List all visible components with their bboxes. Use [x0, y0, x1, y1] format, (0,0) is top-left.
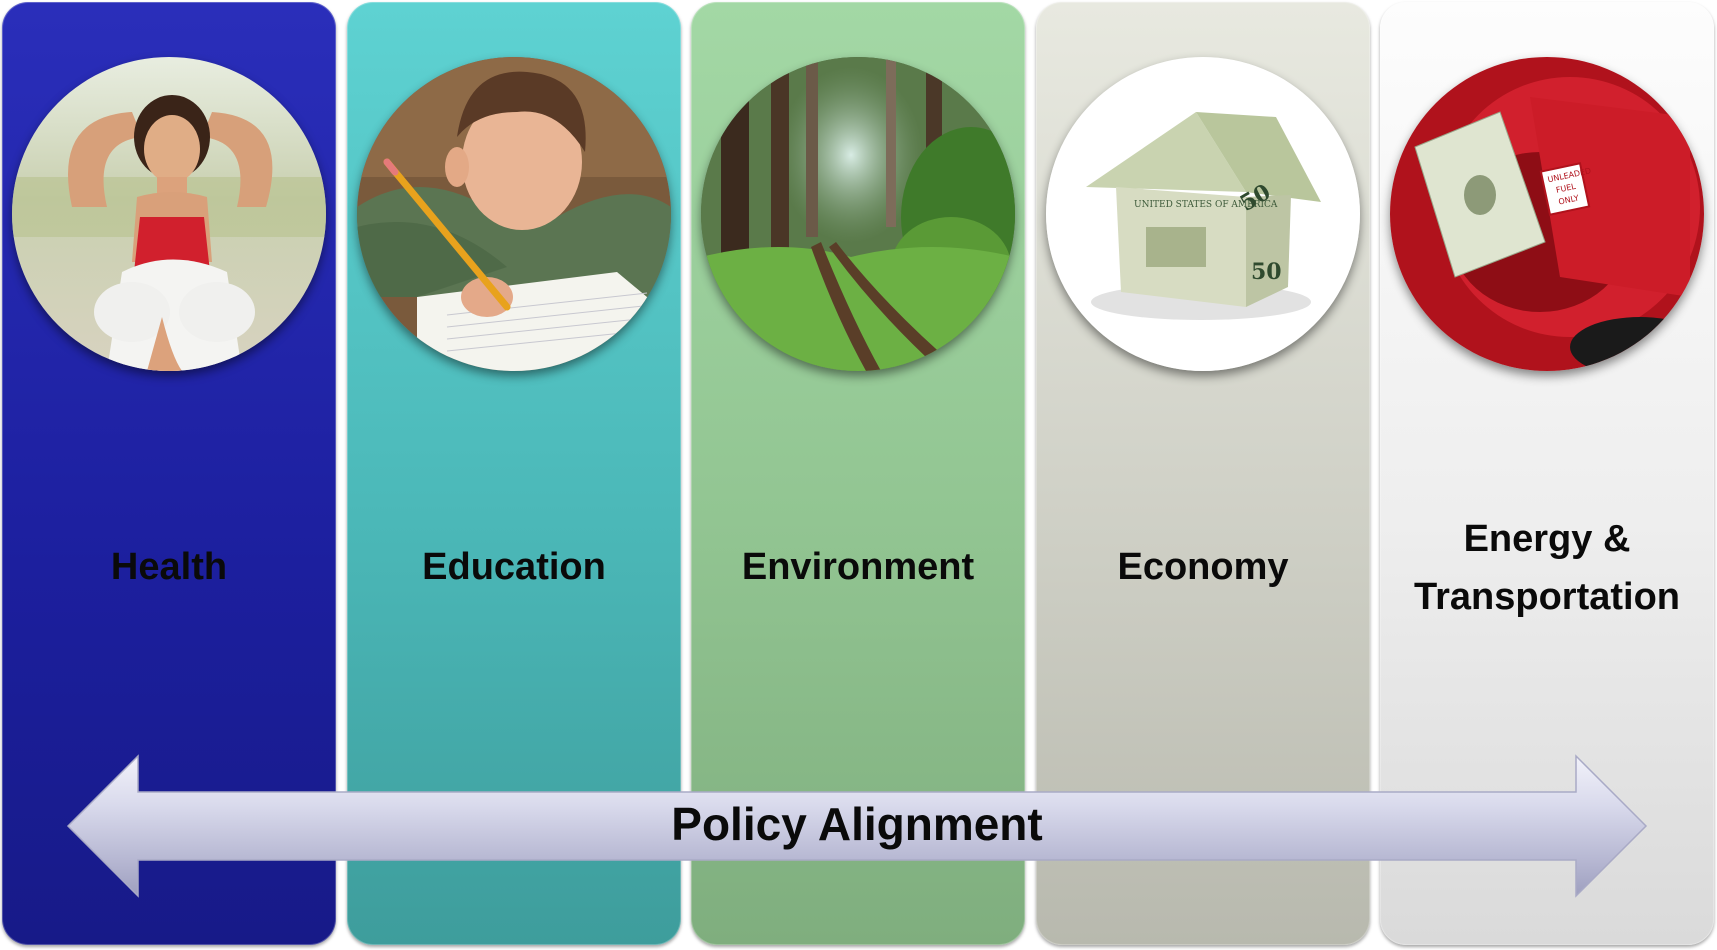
- education-label: Education: [422, 546, 606, 588]
- economy-label: Economy: [1117, 546, 1289, 588]
- svg-text:ONLY: ONLY: [1558, 193, 1580, 206]
- energy-label-line1: Energy &: [1463, 518, 1631, 560]
- boy-writing-photo: [357, 57, 671, 371]
- environment-label: Environment: [741, 546, 975, 588]
- svg-text:50: 50: [1251, 259, 1282, 285]
- fuel-tank-dollar-photo: UNLEADED FUEL ONLY: [1390, 57, 1704, 371]
- policy-alignment-label: Policy Alignment: [671, 798, 1043, 850]
- woman-exercising-photo: [12, 57, 326, 371]
- energy-label-line2: Transportation: [1413, 576, 1681, 618]
- panel-education: Education: [347, 2, 681, 945]
- forest-path-photo: [701, 57, 1015, 371]
- panel-health: Health: [2, 2, 336, 945]
- panel-economy: UNITED STATES OF AMERICA 50 50 Economy: [1036, 2, 1370, 945]
- policy-alignment-arrow: Policy Alignment: [66, 754, 1648, 898]
- money-house-photo: UNITED STATES OF AMERICA 50 50: [1046, 57, 1360, 371]
- energy-transportation-label: Energy & Transportation: [1380, 510, 1714, 626]
- svg-text:UNITED STATES OF AMERICA: UNITED STATES OF AMERICA: [1134, 200, 1278, 210]
- svg-text:FUEL: FUEL: [1555, 182, 1577, 195]
- panel-energy-transportation: UNLEADED FUEL ONLY Energy & Transportati…: [1380, 2, 1714, 945]
- double-arrow-icon: [66, 754, 1648, 898]
- panel-environment: Environment: [691, 2, 1025, 945]
- health-label: Health: [110, 546, 228, 588]
